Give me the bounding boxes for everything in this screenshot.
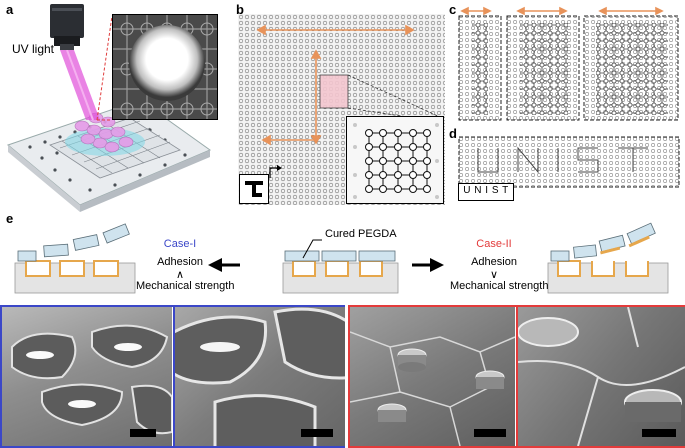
panel-label-b: b [236,2,244,17]
sem-case1-left [2,307,172,446]
panel-label-d: d [449,126,457,141]
case1-adhesion: Adhesion [157,256,203,268]
unist-label-box: U N I S T [458,183,514,201]
case1-title: Case-I [163,238,197,250]
scale-bar [301,429,333,437]
panel-label-a: a [6,2,14,17]
scale-bar [474,429,506,437]
cured-pegda-label: Cured PEGDA [325,228,397,240]
sem-case1-right [173,307,345,446]
t-pattern-inset [239,174,269,204]
panel-b [238,14,445,205]
scale-bar [642,429,676,437]
sem-case2-container [348,305,685,448]
panel-e-schematics: Case-I Adhesion ∧ Mechanical strength Cu… [0,218,685,303]
sem-case2-left [350,307,515,446]
fabrication-illustration [6,4,212,212]
panel-label-c: c [449,2,457,17]
case2-adhesion: Adhesion [471,256,517,268]
unist-logo-text: U N I S T [463,185,509,196]
case2-mechanical-strength: Mechanical strength [450,280,549,292]
sem-case2-right [516,307,685,446]
case2-title: Case-II [476,238,512,250]
case1-mechanical-strength: Mechanical strength [136,280,235,292]
case2-relation-symbol: ∨ [489,269,499,281]
panel-a: UV light [0,0,230,212]
case1-relation-symbol: ∧ [175,269,185,281]
sem-case1-container [0,305,345,448]
uv-light-label: UV light [12,42,55,56]
scale-bar [130,429,156,437]
pointer-arrow-icon [269,165,282,178]
grid-inset [346,116,444,204]
inset-micrograph [112,14,218,120]
panel-label-e: e [6,211,14,226]
panel-c [458,6,680,123]
panel-d: U N I S T [458,136,680,202]
